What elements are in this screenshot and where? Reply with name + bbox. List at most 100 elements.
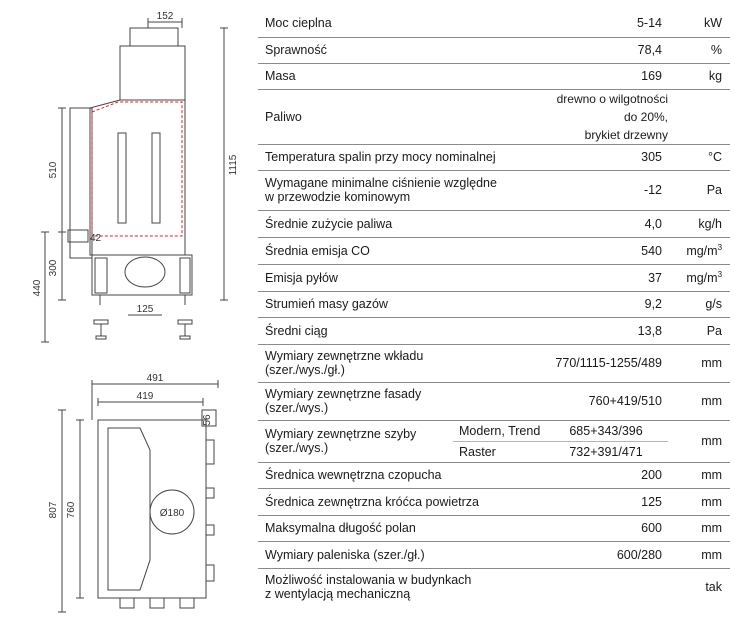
dim-label: 300 — [48, 259, 59, 276]
spec-unit: kW — [668, 10, 731, 38]
spec-label: Wymiary paleniska (szer./gł.) — [258, 541, 544, 569]
spec-unit: kg/h — [668, 210, 731, 238]
spec-unit: mm — [668, 488, 731, 516]
spec-value: 169 — [543, 63, 669, 90]
spec-label: Moc cieplna — [258, 10, 544, 38]
base-frame — [91, 254, 193, 296]
dim-label: 42 — [90, 233, 102, 244]
dim-label: 760 — [66, 501, 77, 518]
spec-unit: °C — [668, 144, 731, 171]
side-panel — [69, 107, 93, 259]
spec-label: Emisja pyłów — [258, 264, 544, 292]
combustion-chamber-outline — [91, 101, 183, 237]
spec-value: -12 — [543, 170, 669, 211]
unit-superscript: 3 — [717, 269, 723, 279]
spec-label: Strumień masy gazów — [258, 291, 544, 318]
spec-label: Wymiary zewnętrzne wkładu(szer./wys./gł.… — [258, 344, 544, 383]
spec-unit: kg — [668, 63, 731, 90]
spec-value: 125 — [543, 488, 669, 516]
spec-label: Paliwo — [258, 89, 544, 145]
spec-unit: mm — [668, 420, 731, 463]
spec-label: Maksymalna długość polan — [258, 515, 544, 542]
spec-unit — [668, 89, 731, 145]
spec-label: Średnica zewnętrzna króćca powietrza — [258, 488, 544, 516]
spec-label: Wymiary zewnętrzne fasady(szer./wys.) — [258, 382, 544, 421]
spec-value: 5-14 — [543, 10, 669, 38]
spec-unit: mg/m3 — [668, 264, 731, 292]
spec-unit: mm — [668, 344, 731, 383]
hood-front — [119, 45, 186, 101]
flue-circle — [149, 489, 195, 535]
dim-label: 56 — [202, 414, 213, 426]
spec-label: Średni ciąg — [258, 317, 544, 345]
spec-row: Wymiary zewnętrzne szyby(szer./wys.)Mode… — [258, 420, 731, 463]
spec-value: 305 — [543, 144, 669, 171]
spec-unit: mg/m3 — [668, 237, 731, 265]
spec-value: 732+391/471 — [543, 441, 669, 463]
unit-superscript: 3 — [717, 242, 723, 252]
air-inlet — [124, 256, 166, 288]
spec-unit: tak — [705, 580, 723, 595]
spec-row: Wymiary zewnętrzne wkładu(szer./wys./gł.… — [258, 344, 731, 383]
top-view-body — [97, 419, 207, 599]
spec-unit: % — [668, 37, 731, 64]
spec-value — [543, 568, 668, 606]
spec-unit: Pa — [668, 317, 731, 345]
spec-label: Średnica wewnętrzna czopucha — [258, 462, 544, 489]
spec-value: 9,2 — [543, 291, 669, 318]
spec-value: 685+343/396 — [543, 420, 669, 442]
spec-value: 600/280 — [543, 541, 669, 569]
spec-unit: Pa — [668, 170, 731, 211]
spec-unit: mm — [668, 382, 731, 421]
dim-label: 510 — [48, 161, 59, 178]
technical-drawings: 152 1115 510 42 300 440 125 491 419 56 8… — [32, 11, 239, 613]
spec-value: 78,4 — [543, 37, 669, 64]
dim-label: 491 — [147, 373, 164, 384]
spec-label: Sprawność — [258, 37, 544, 64]
spec-unit: mm — [668, 541, 731, 569]
spec-value: drewno o wilgotności do 20%,brykiet drze… — [543, 89, 669, 145]
flue-outlet-front — [129, 27, 179, 47]
dim-label: 807 — [48, 501, 59, 518]
spec-label: Temperatura spalin przy mocy nominalnej — [258, 144, 544, 171]
spec-label: Masa — [258, 63, 544, 90]
spec-label: Średnia emisja CO — [258, 237, 544, 265]
spec-value: 37 — [543, 264, 669, 292]
spec-row: Wymiary zewnętrzne fasady(szer./wys.)760… — [258, 382, 731, 421]
spec-unit: g/s — [668, 291, 731, 318]
flue-label: Ø180 — [160, 508, 185, 519]
spec-value: 200 — [543, 462, 669, 489]
spec-label: Średnie zużycie paliwa — [258, 210, 544, 238]
spec-row: Wymagane minimalne ciśnienie względne w … — [258, 170, 731, 211]
dim-label: 419 — [137, 391, 154, 402]
spec-value: 4,0 — [543, 210, 669, 238]
spec-value: 540 — [543, 237, 669, 265]
spec-value: 13,8 — [543, 317, 669, 345]
spec-value: 770/1115-1255/489 — [543, 344, 669, 383]
spec-unit: mm — [668, 515, 731, 542]
spec-value: 760+419/510 — [543, 382, 669, 421]
dim-label: 1115 — [228, 154, 239, 175]
spec-label: Wymiary zewnętrzne szyby(szer./wys.) — [258, 420, 453, 463]
spec-unit: mm — [668, 462, 731, 489]
dim-label: 152 — [157, 11, 174, 22]
dim-label: 440 — [32, 279, 43, 296]
